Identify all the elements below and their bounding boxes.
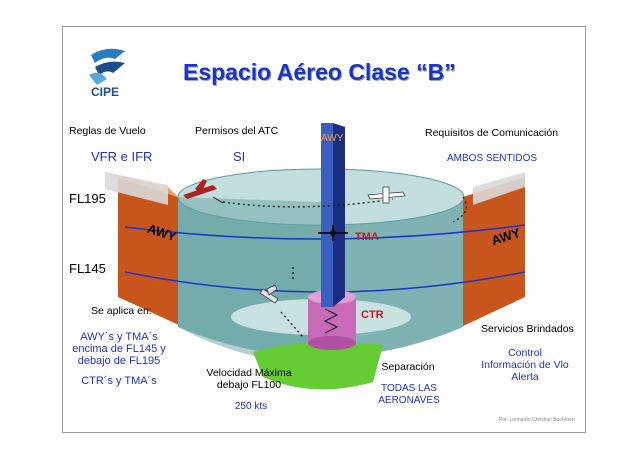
separation-label: Separación xyxy=(381,361,435,373)
speed-value: 250 kts xyxy=(234,401,268,412)
airplane-icon xyxy=(259,284,279,304)
services-line1: Control xyxy=(508,347,542,359)
airplane-icon xyxy=(367,186,406,204)
services-label: Servicios Brindados xyxy=(481,323,574,335)
airplane-icon xyxy=(318,225,348,241)
fl145-label: FL145 xyxy=(69,261,106,276)
logo-text: CIPE xyxy=(91,85,120,99)
applies-line4: CTR´s y TMA´s xyxy=(81,375,157,387)
footer-credit: Por: Leonardo Christian Buchroon xyxy=(499,417,575,423)
awy-top-label: AWY xyxy=(321,133,344,144)
slide: CIPE Espacio Aéreo Clase “B” xyxy=(62,26,586,433)
ground-area xyxy=(253,342,383,390)
atc-label: Permisos del ATC xyxy=(195,125,279,137)
services-line2: Información de Vlo xyxy=(481,359,569,371)
applies-label: Se aplica en: xyxy=(91,305,152,317)
flight-rules-label: Reglas de Vuelo xyxy=(69,125,146,137)
speed-line2: debajo FL100 xyxy=(216,379,282,391)
atc-value: SI xyxy=(233,149,246,164)
cipe-logo-icon xyxy=(89,48,125,85)
applies-line3: debajo de FL195 xyxy=(77,355,161,367)
separation-value1: TODAS LAS xyxy=(381,383,437,394)
fl195-label: FL195 xyxy=(69,191,106,206)
services-line3: Alerta xyxy=(511,371,539,383)
flight-rules-value: VFR e IFR xyxy=(91,149,153,164)
ctr-label: CTR xyxy=(361,309,384,321)
awy-vertical-beam xyxy=(321,123,345,307)
applies-line1: AWY´s y TMA´s xyxy=(80,331,158,343)
separation-value2: AERONAVES xyxy=(378,395,440,406)
airplane-icon xyxy=(183,179,217,199)
airspace-diagram xyxy=(103,123,526,390)
cipe-logo: CIPE xyxy=(85,45,131,103)
comm-value: AMBOS SENTIDOS xyxy=(447,153,538,164)
applies-line2: encima de FL145 y xyxy=(72,343,166,355)
comm-label: Requisitos de Comunicación xyxy=(425,127,559,139)
speed-line1: Velocidad Máxima xyxy=(206,367,292,379)
page-title: Espacio Aéreo Clase “B” xyxy=(183,59,456,85)
tma-label: TMA xyxy=(355,231,379,243)
